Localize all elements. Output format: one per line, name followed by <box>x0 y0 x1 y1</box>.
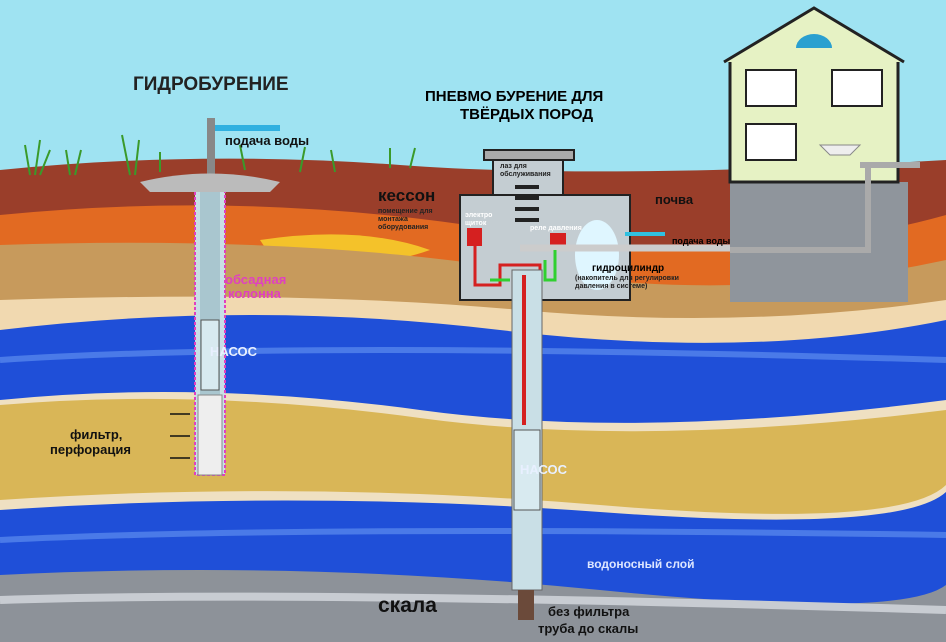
label-caisson: кессон <box>378 186 436 205</box>
grass <box>24 134 416 176</box>
label-aquifer: водоносный слой <box>587 557 695 571</box>
label-panel: электро щиток <box>465 212 493 227</box>
label-filter-1: фильтр, <box>70 427 123 442</box>
label-hydrocylinder-desc: (накопитель для регулировки давления в с… <box>575 275 679 290</box>
title-pneumo-1: ПНЕВМО БУРЕНИЕ ДЛЯ <box>425 88 604 105</box>
label-water-supply-left: подача воды <box>225 133 310 148</box>
left-pump <box>200 319 220 391</box>
hydrocylinder <box>575 220 619 290</box>
label-casing-1: обсадная <box>225 272 287 287</box>
title-pneumo-2: ТВЁРДЫХ ПОРОД <box>460 106 594 123</box>
label-casing-2: колонна <box>228 286 281 301</box>
caisson-hatch <box>483 149 575 161</box>
label-pump-left: НАСОС <box>210 344 258 359</box>
label-caisson-desc: помещение для монтажа оборудования <box>378 208 433 231</box>
left-filter <box>197 394 223 476</box>
label-no-filter-1: без фильтра <box>548 604 630 619</box>
label-filter-2: перфорация <box>50 442 131 457</box>
label-pump-right: НАСОС <box>520 462 568 477</box>
label-soil: почва <box>655 192 694 207</box>
label-water-supply-right: подача воды <box>672 236 731 246</box>
title-hydro: ГИДРОБУРЕНИЕ <box>133 74 289 95</box>
pressure-relay <box>550 233 566 245</box>
house-foundation <box>730 182 908 302</box>
label-manhole: лаз для обслуживания <box>500 163 551 178</box>
label-rock: скала <box>378 594 437 617</box>
label-relay: реле давления <box>530 225 582 232</box>
rock-layer <box>0 570 946 642</box>
right-pump <box>513 429 541 511</box>
label-no-filter-2: труба до скалы <box>538 621 639 636</box>
electric-panel <box>467 228 482 246</box>
label-hydrocylinder: гидроцилиндр <box>592 263 665 274</box>
